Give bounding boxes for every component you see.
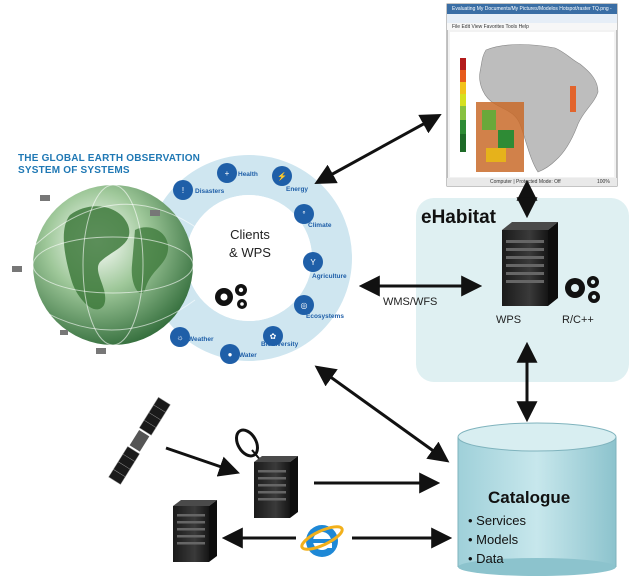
theme-label-weather: Weather: [188, 336, 214, 343]
energy-icon: [272, 166, 292, 186]
geoss-title-line1: THE GLOBAL EARTH OBSERVATION: [18, 153, 201, 164]
catalogue-item-services: Services: [468, 511, 526, 530]
disasters-icon: [173, 180, 193, 200]
menu-edit[interactable]: Edit: [461, 24, 471, 30]
wps-server-icon: [502, 222, 558, 306]
agriculture-glyph: Y: [310, 258, 316, 267]
ehabitat-wps-label: WPS: [496, 314, 522, 326]
menu-help[interactable]: Help: [518, 24, 529, 30]
catalogue-items: Services Models Data: [468, 511, 526, 568]
theme-label-ecosystems: Ecosystems: [306, 313, 344, 320]
clients-label: Clients: [230, 227, 270, 242]
climate-glyph: °: [302, 210, 305, 219]
disasters-glyph: !: [182, 186, 184, 195]
ehabitat-rcpp-label: R/C++: [562, 314, 594, 326]
water-icon: [220, 344, 240, 364]
africa-map: [479, 44, 599, 173]
connection-arrows: [165, 113, 538, 549]
menu-tools[interactable]: Tools: [505, 24, 518, 30]
ecosystems-glyph: ◎: [301, 301, 308, 310]
arrow-clients-catalogue: [314, 365, 450, 463]
arrow-clients-browser: [314, 113, 442, 185]
weather-glyph: ☼: [176, 333, 183, 342]
internet-explorer-icon: [300, 525, 344, 557]
ground-station-server-icon: [235, 428, 298, 518]
browser-window: [446, 3, 618, 187]
browser-status: Computer | Protected Mode: Off: [490, 179, 561, 185]
satellite-icon: [108, 396, 171, 485]
gears-icon: [215, 284, 247, 309]
biodiversity-icon: [263, 326, 283, 346]
menu-file[interactable]: File: [452, 24, 461, 30]
browser-menu: File Edit View Favorites Tools Help: [452, 24, 529, 30]
health-icon: [217, 163, 237, 183]
menu-favorites[interactable]: Favorites: [483, 24, 505, 30]
globe-image: [12, 184, 201, 354]
ecosystems-icon: [294, 295, 314, 315]
agriculture-icon: [303, 252, 323, 272]
catalogue-title: Catalogue: [488, 488, 571, 507]
wps-ring-label: & WPS: [229, 245, 271, 260]
geoss-title: THE GLOBAL EARTH OBSERVATION SYSTEM OF S…: [18, 153, 200, 177]
browser-zoom[interactable]: 100%: [597, 179, 610, 185]
water-glyph: ●: [228, 350, 233, 359]
ehabitat-title: eHabitat: [421, 207, 496, 228]
clients-wps-label: Clients & WPS: [205, 226, 295, 262]
climate-icon: [294, 204, 314, 224]
theme-icons: [170, 163, 323, 364]
wms-wfs-label: WMS/WFS: [383, 296, 438, 308]
catalogue-item-data: Data: [468, 549, 526, 568]
client-server-icon: [173, 500, 217, 562]
geoss-title-line2: SYSTEM OF SYSTEMS: [18, 165, 130, 176]
theme-label-climate: Climate: [308, 222, 332, 229]
catalogue-database: [457, 422, 617, 576]
theme-label-energy: Energy: [286, 186, 308, 193]
catalogue-item-models: Models: [468, 530, 526, 549]
health-glyph: +: [225, 169, 230, 178]
arrow-satellite-station: [165, 446, 240, 477]
theme-label-agriculture: Agriculture: [312, 273, 347, 280]
energy-glyph: ⚡: [277, 171, 287, 181]
theme-label-biodiversity: Biodiversity: [261, 341, 299, 348]
biodiversity-glyph: ✿: [270, 332, 277, 341]
rcpp-gears-icon: [565, 276, 600, 303]
weather-icon: [170, 327, 190, 347]
menu-view[interactable]: View: [471, 24, 483, 30]
theme-label-water: Water: [239, 352, 257, 359]
theme-label-health: Health: [238, 171, 258, 178]
theme-label-disasters: Disasters: [195, 188, 225, 195]
browser-title: Evaluating My Documents/My Pictures/Mode…: [452, 6, 612, 12]
